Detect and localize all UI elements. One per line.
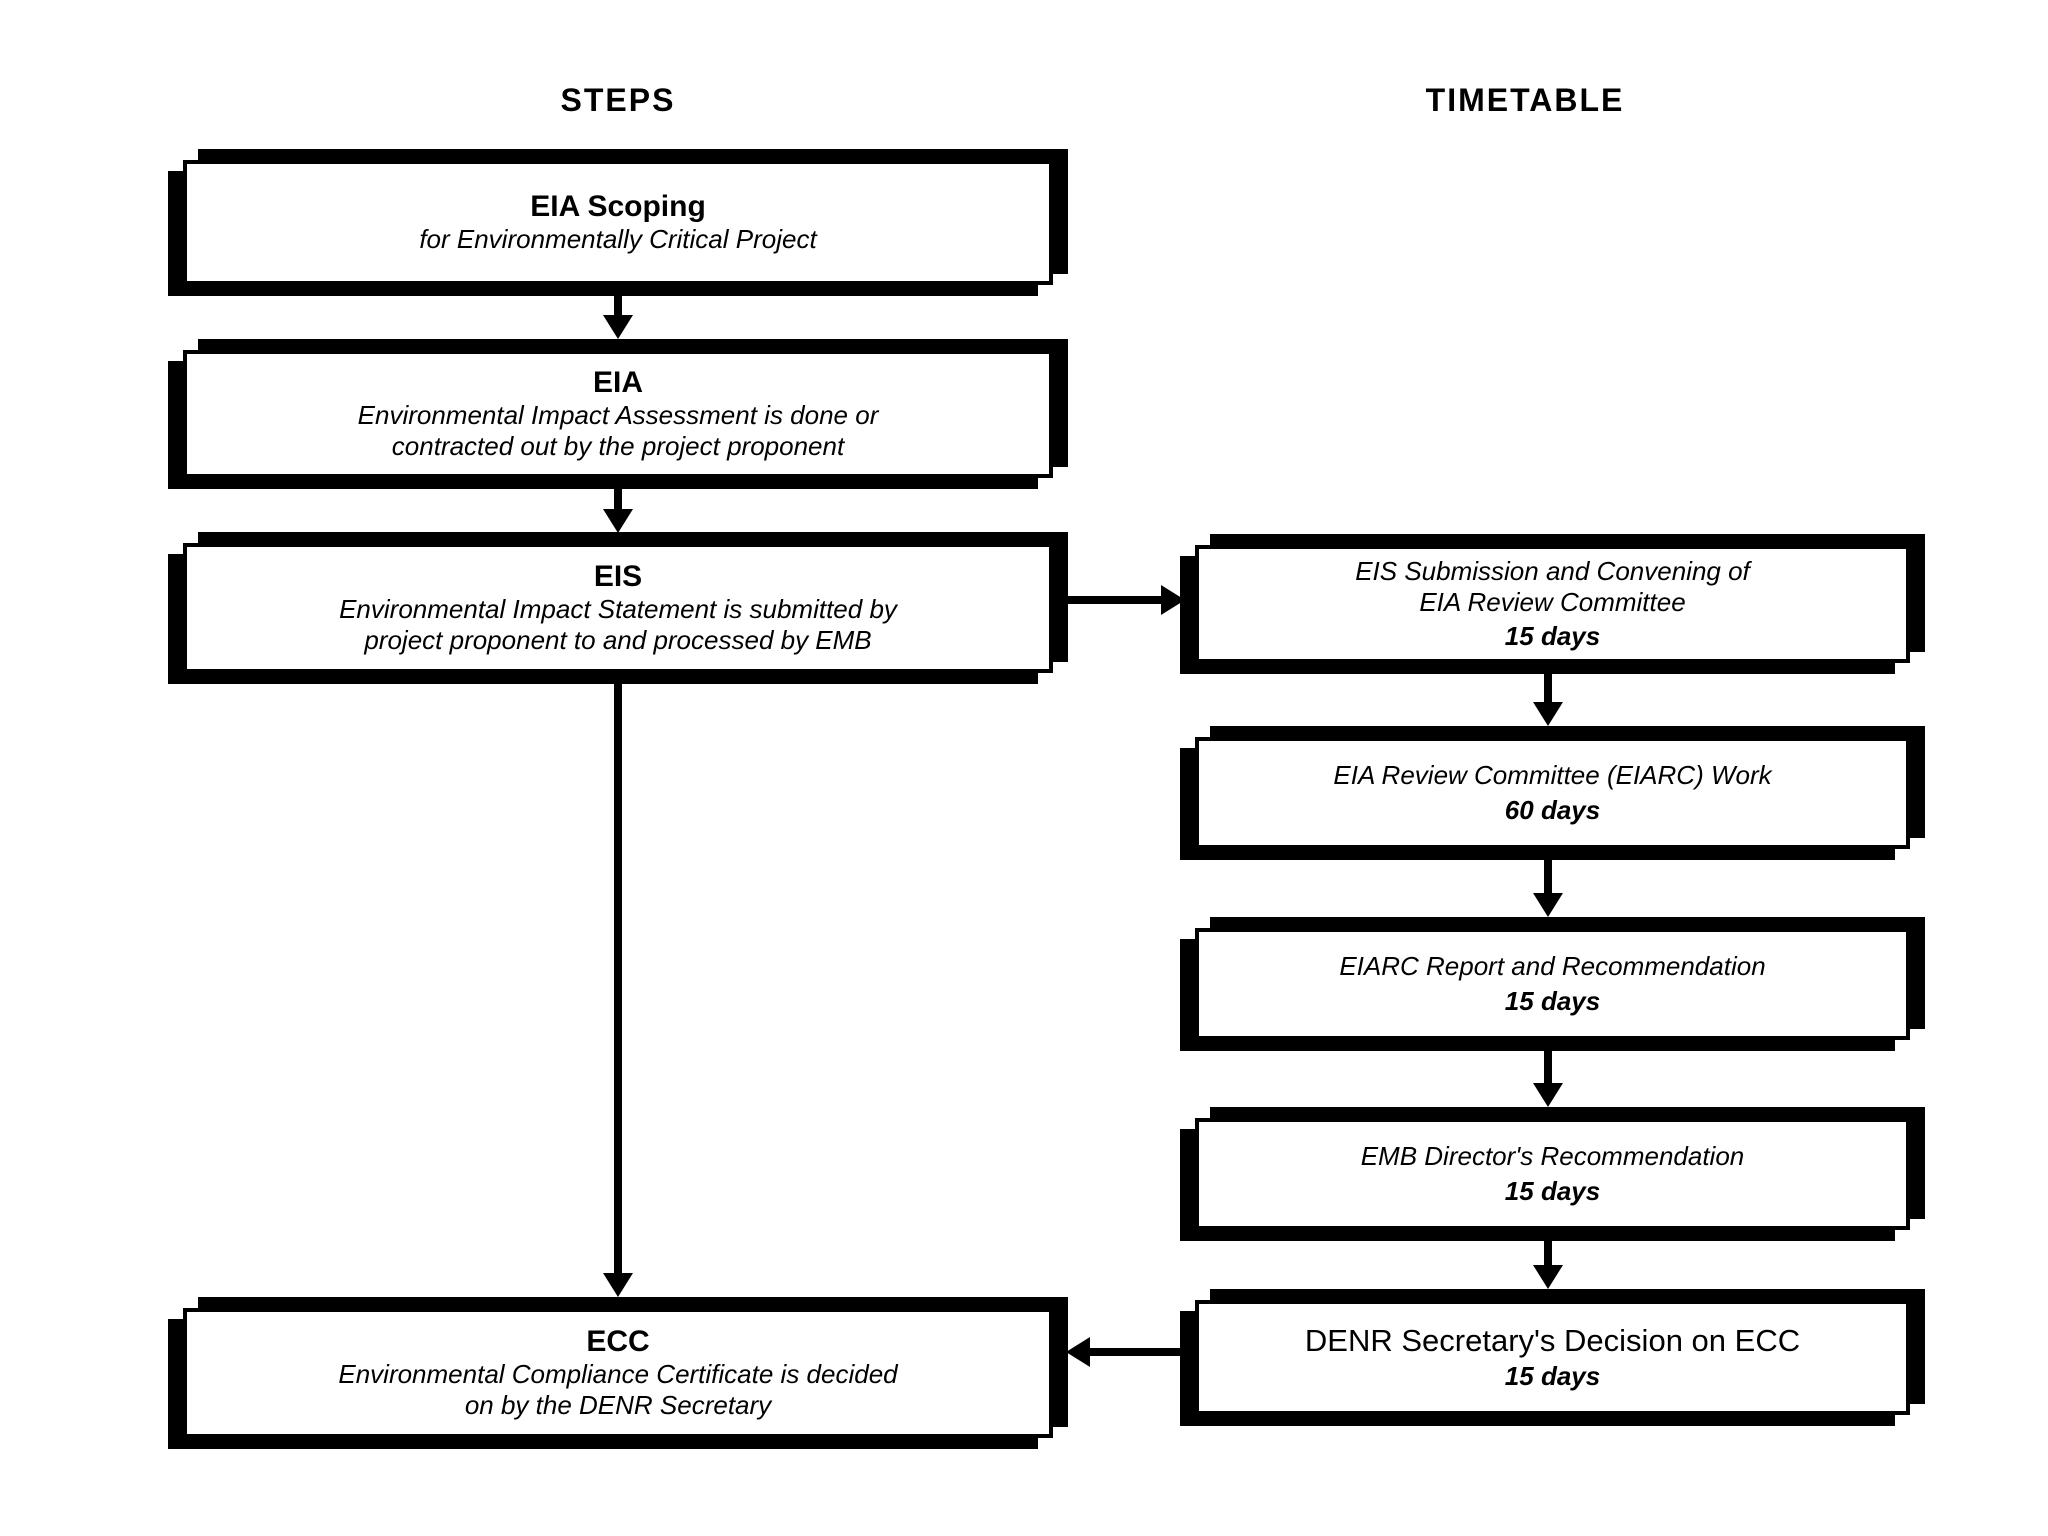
- timetable-box-title: EIS Submission and Convening of EIA Revi…: [1355, 555, 1750, 617]
- arrow-down-icon: [603, 1273, 633, 1297]
- step-box-eia: EIA Environmental Impact Assessment is d…: [183, 350, 1053, 478]
- arrow-down-icon: [603, 509, 633, 533]
- connector-eis-to-eis-submission: [1065, 596, 1165, 604]
- connector-eia-to-eis: [614, 487, 622, 512]
- timetable-box-title: DENR Secretary's Decision on ECC: [1304, 1322, 1801, 1358]
- connector-eis-to-ecc: [614, 680, 622, 1275]
- timetable-box-eiarc-report: EIARC Report and Recommendation 15 days: [1195, 928, 1910, 1040]
- arrow-right-icon: [1161, 585, 1185, 615]
- step-box-subtitle: Environmental Compliance Certificate is …: [338, 1359, 898, 1421]
- connector-denr-decision-to-ecc: [1090, 1348, 1186, 1356]
- timetable-box-title: EMB Director's Recommendation: [1360, 1141, 1745, 1172]
- connector-eiarc-report-to-emb-director: [1544, 1049, 1552, 1085]
- arrow-down-icon: [1533, 1083, 1563, 1107]
- timetable-box-duration: 60 days: [1504, 794, 1601, 825]
- arrow-down-icon: [1533, 1265, 1563, 1289]
- timetable-box-eis-submission: EIS Submission and Convening of EIA Revi…: [1195, 545, 1910, 663]
- step-box-title: EIA: [592, 365, 643, 399]
- timetable-box-title: EIARC Report and Recommendation: [1339, 951, 1766, 982]
- step-box-title: EIA Scoping: [530, 189, 706, 223]
- arrow-down-icon: [1533, 893, 1563, 917]
- timetable-box-title: EIA Review Committee (EIARC) Work: [1333, 760, 1772, 791]
- connector-eiarc-work-to-eiarc-report: [1544, 858, 1552, 895]
- timetable-column-header: TIMETABLE: [1425, 82, 1625, 118]
- timetable-box-duration: 15 days: [1504, 621, 1601, 652]
- arrow-left-icon: [1066, 1337, 1090, 1367]
- step-box-subtitle: Environmental Impact Statement is submit…: [339, 594, 897, 656]
- step-box-title: ECC: [586, 1324, 650, 1358]
- timetable-box-duration: 15 days: [1504, 985, 1601, 1016]
- step-box-eis: EIS Environmental Impact Statement is su…: [183, 543, 1053, 673]
- steps-column-header: STEPS: [560, 82, 676, 118]
- timetable-box-emb-director-recommendation: EMB Director's Recommendation 15 days: [1195, 1118, 1910, 1230]
- step-box-title: EIS: [593, 559, 643, 593]
- timetable-box-denr-secretary-decision: DENR Secretary's Decision on ECC 15 days: [1195, 1300, 1910, 1415]
- timetable-box-duration: 15 days: [1504, 1361, 1601, 1392]
- connector-eis-submission-to-eiarc-work: [1544, 670, 1552, 704]
- connector-eia-scoping-to-eia: [614, 292, 622, 318]
- arrow-down-icon: [603, 315, 633, 339]
- step-box-subtitle: Environmental Impact Assessment is done …: [357, 400, 879, 462]
- connector-emb-director-to-denr-secretary: [1544, 1239, 1552, 1267]
- step-box-eia-scoping: EIA Scoping for Environmentally Critical…: [183, 160, 1053, 285]
- arrow-down-icon: [1533, 702, 1563, 726]
- timetable-box-duration: 15 days: [1504, 1175, 1601, 1206]
- step-box-subtitle: for Environmentally Critical Project: [419, 224, 817, 255]
- step-box-ecc: ECC Environmental Compliance Certificate…: [183, 1308, 1053, 1438]
- timetable-box-eiarc-work: EIA Review Committee (EIARC) Work 60 day…: [1195, 737, 1910, 849]
